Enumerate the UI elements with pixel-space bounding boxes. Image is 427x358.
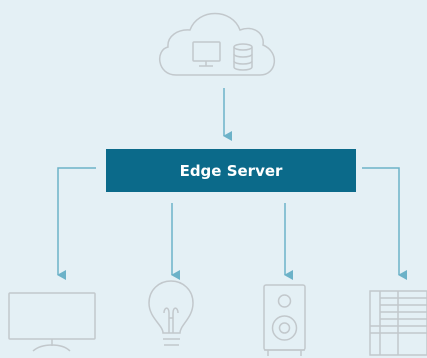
speaker-icon bbox=[263, 284, 306, 356]
edge-server-node: Edge Server bbox=[106, 149, 356, 192]
window-blinds-icon bbox=[369, 290, 427, 356]
edge-server-label: Edge Server bbox=[179, 161, 283, 180]
light-bulb-icon bbox=[148, 280, 194, 346]
arrow-edge-to-blinds bbox=[362, 167, 407, 280]
arrow-edge-to-monitor bbox=[57, 167, 96, 280]
monitor-icon bbox=[8, 292, 96, 352]
arrows bbox=[57, 88, 407, 280]
cloud-icon bbox=[159, 12, 275, 76]
